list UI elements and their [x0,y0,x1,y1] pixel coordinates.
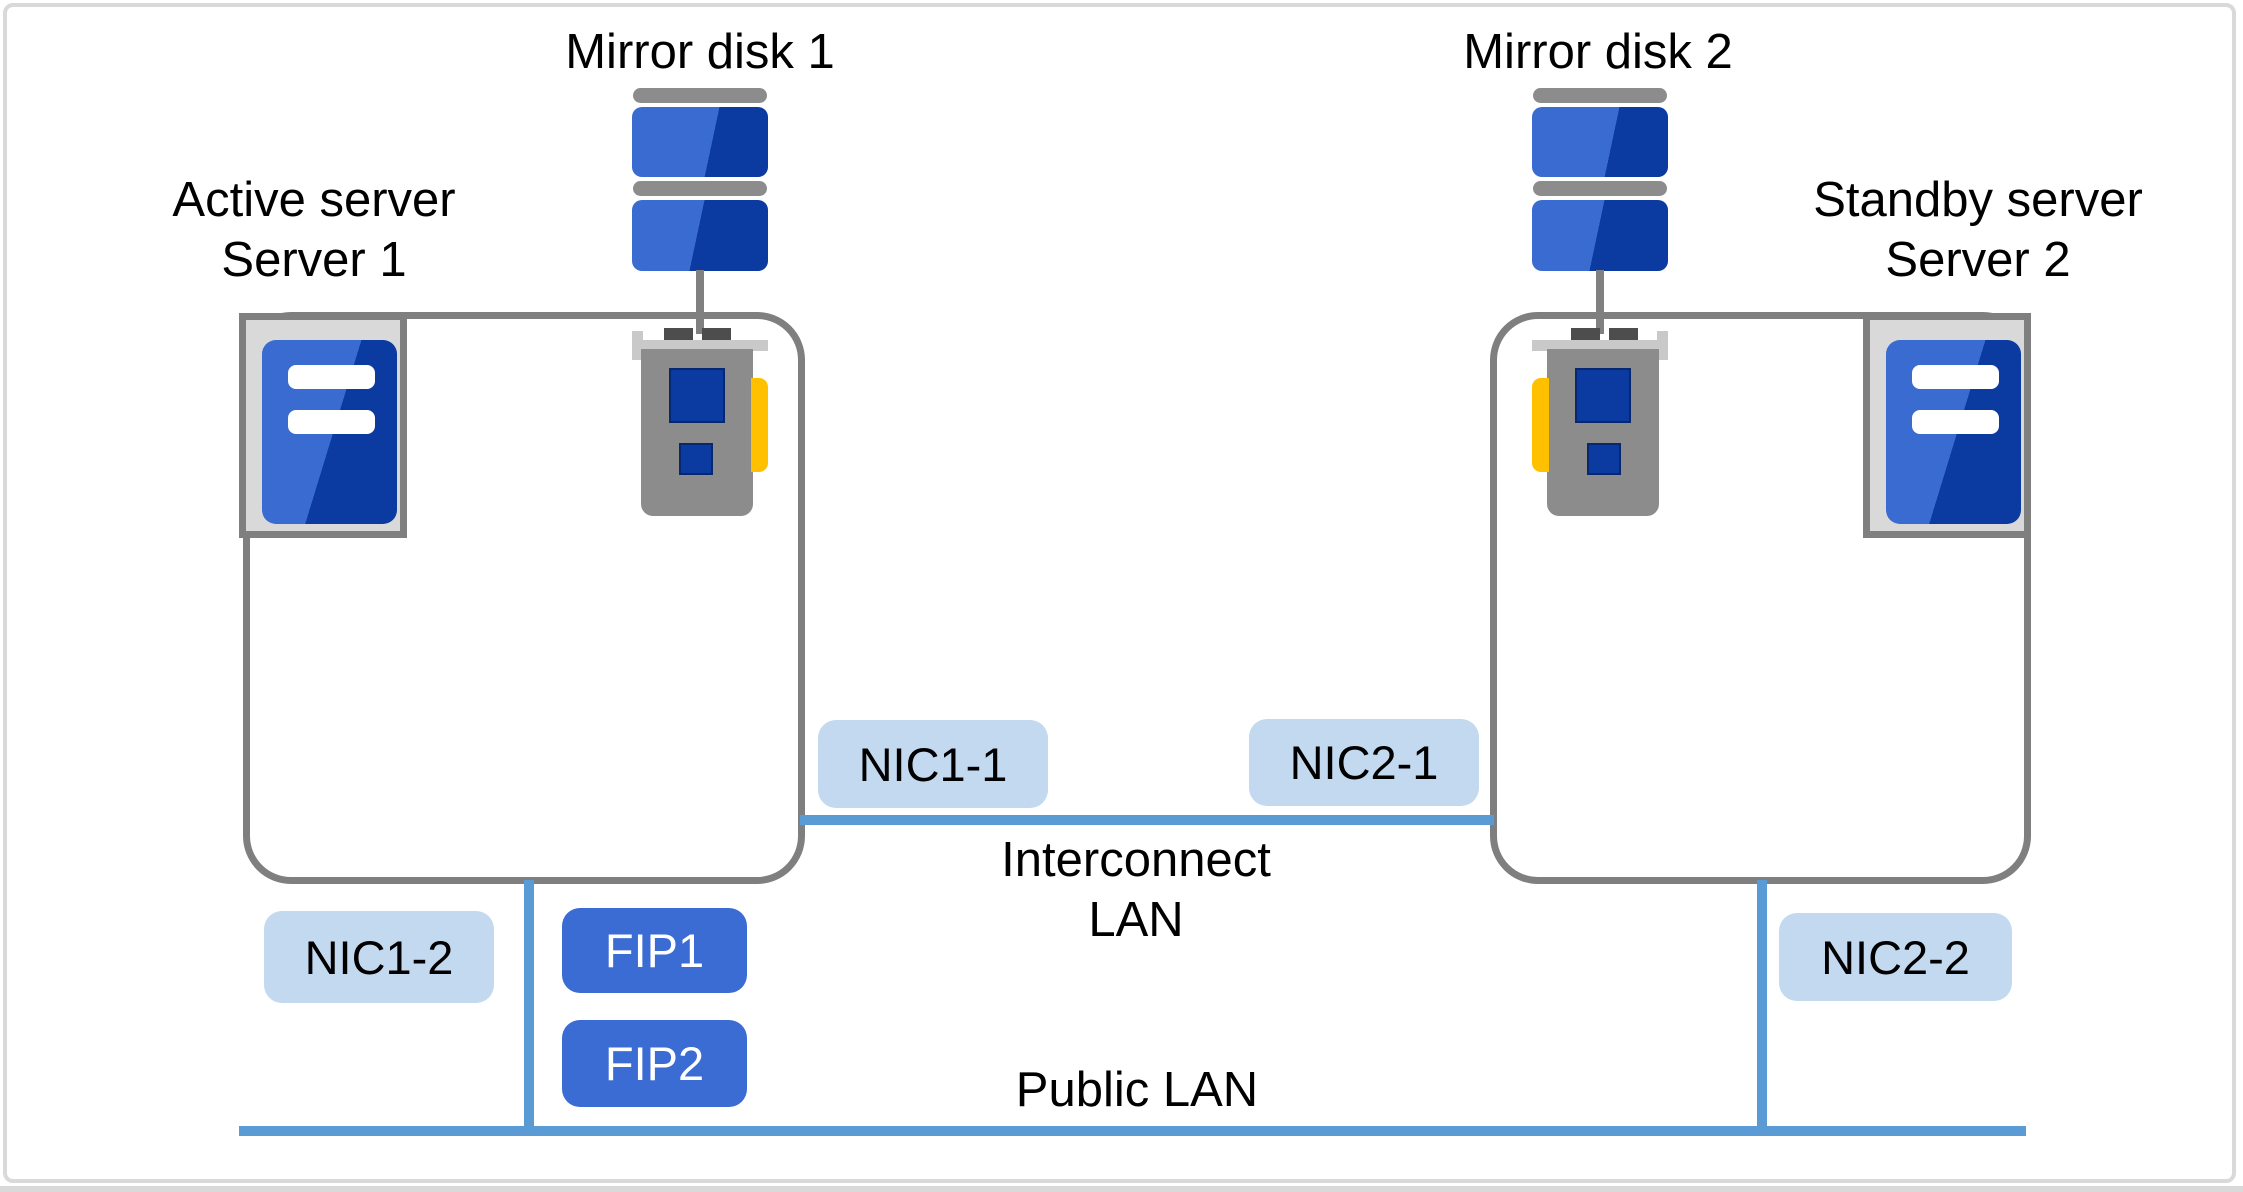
nic1-2-label: NIC1-2 [304,930,454,984]
standby-server-line1: Standby server [1813,173,2143,227]
mirror-disk-2-title: Mirror disk 2 [1463,25,1733,79]
interconnect-lan-line1: Interconnect [1001,833,1271,887]
nic-card1-port [702,328,731,342]
fip2-label: FIP2 [604,1037,705,1090]
server1-tower-slot-bar [288,410,375,434]
standby-server-title: Standby server Server 2 [1728,170,2228,290]
nic2-2-badge: NIC2-2 [1779,913,2012,1001]
nic2-1-badge: NIC2-1 [1249,719,1479,806]
nic1-1-label: NIC1-1 [858,737,1008,791]
page-border [3,3,2236,1183]
mirror-disk-2-cap [1533,181,1667,196]
fip1-label: FIP1 [604,924,705,977]
nic-card2-bracket [1532,340,1668,351]
nic-card1-chip [679,443,713,475]
mirror-disk-1-platter [632,200,768,271]
nic-card2-port [1571,328,1600,342]
server1-tower-icon [239,313,407,538]
active-server-line1: Active server [172,173,456,227]
server1-tower-slot-bar [288,365,375,389]
interconnect-lan-title: Interconnect LAN [886,830,1386,950]
nic-card1-bracket [632,340,768,351]
mirror-disk-1-title: Mirror disk 1 [565,25,835,79]
server1-public-lan-link-line [524,880,534,1126]
standby-server-line2: Server 2 [1885,233,2071,287]
public-lan-line [239,1126,2026,1136]
nic-card1-port [664,328,693,342]
public-lan-title: Public LAN [1015,1063,1259,1117]
server2-tower-slot-bar [1912,365,1999,389]
nic1-2-badge: NIC1-2 [264,911,494,1003]
nic-card2-edge-connector [1532,378,1549,472]
mirror-disk-2-platter [1532,107,1668,177]
nic-card1-edge-connector [751,378,768,472]
server2-tower-body [1886,340,2021,524]
server2-tower-icon [1863,313,2031,538]
mirror-disk-2-platter [1532,200,1668,271]
active-server-line2: Server 1 [221,233,407,287]
mirror-disk-1-icon [633,88,767,103]
disk1-cable-line [696,270,704,334]
mirror-disk-1-cap [633,181,767,196]
nic-card2-chip [1575,368,1631,423]
nic1-1-badge: NIC1-1 [818,720,1048,808]
nic-card2-chip [1587,443,1621,475]
nic2-1-label: NIC2-1 [1289,736,1439,789]
nic-card2-port [1609,328,1638,342]
active-server-title: Active server Server 1 [64,170,564,290]
nic-card1-chip [669,368,725,423]
interconnect-lan-line [800,815,1494,825]
mirror-disk-2-icon [1533,88,1667,103]
interconnect-lan-line2: LAN [1088,893,1184,947]
mirror-disk-1-platter [632,107,768,177]
server1-tower-body [262,340,397,524]
window-bottom-edge [0,1186,2243,1192]
fip1-badge: FIP1 [562,908,747,993]
server2-tower-slot-bar [1912,410,1999,434]
server2-public-lan-link-line [1757,880,1767,1126]
fip2-badge: FIP2 [562,1020,747,1107]
nic2-2-label: NIC2-2 [1821,930,1970,984]
disk2-cable-line [1596,270,1604,334]
